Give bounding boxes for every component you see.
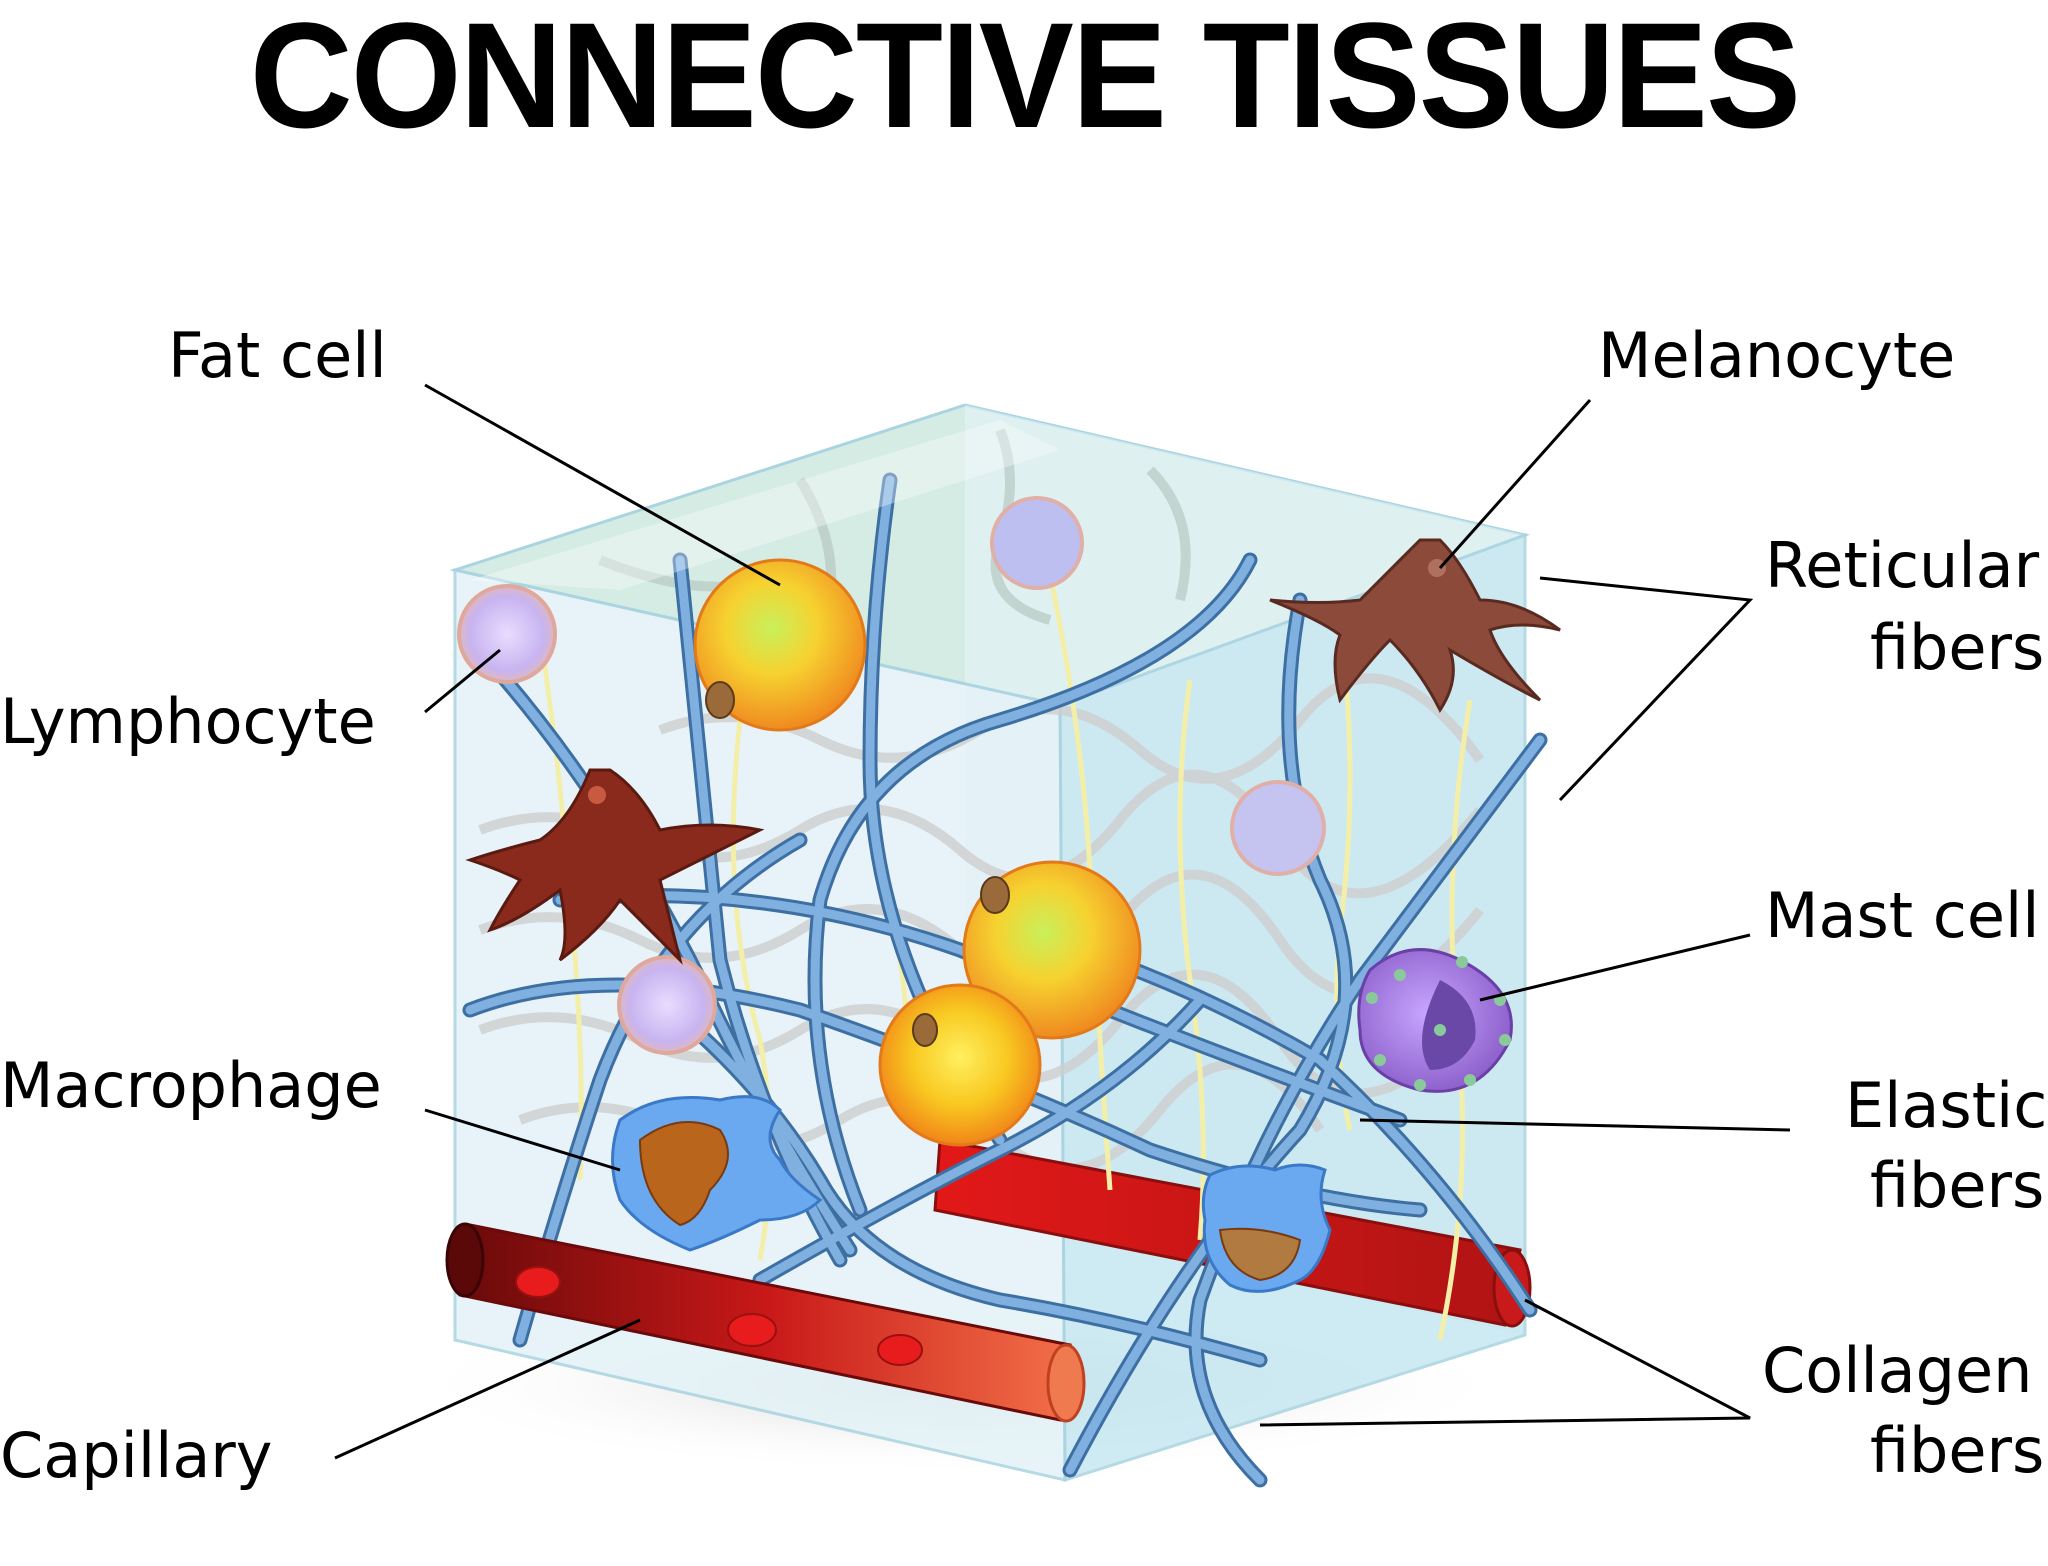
label-lymphocyte: Lymphocyte xyxy=(0,685,376,758)
fat-cell-lower xyxy=(878,983,1042,1147)
label-collagen-line1: Collagen xyxy=(1762,1334,2033,1407)
capillary-leader xyxy=(334,1318,641,1460)
mast-cell-leader xyxy=(1479,933,1751,1002)
fat-cells xyxy=(693,558,1142,1147)
elastic-fibers-leader xyxy=(1359,1118,1791,1132)
fat-cell-middle xyxy=(962,860,1142,1040)
label-melanocyte: Melanocyte xyxy=(1598,319,1956,392)
label-reticular-line2: fibers xyxy=(1870,611,2045,684)
label-capillary: Capillary xyxy=(0,1419,273,1492)
capillary-front xyxy=(445,1222,1086,1423)
fibroblast xyxy=(465,768,765,965)
lymphocyte-leader xyxy=(424,648,501,714)
label-macrophage: Macrophage xyxy=(0,1049,382,1122)
mast-cell xyxy=(1357,948,1513,1093)
melanocyte xyxy=(1269,538,1561,713)
reticular-fibers-leader xyxy=(1539,576,1754,802)
lymphocytes xyxy=(457,496,1326,1055)
collagen-fibers-leader xyxy=(1259,1298,1751,1427)
title-text: CONNECTIVE TISSUES xyxy=(249,0,1800,159)
label-elastic-line2: fibers xyxy=(1870,1149,2045,1222)
macrophages xyxy=(611,1095,1332,1293)
label-reticular-line1: Reticular xyxy=(1765,529,2040,602)
label-fat-cell: Fat cell xyxy=(168,319,387,392)
fat-cell-top xyxy=(693,558,867,732)
diagram-title: CONNECTIVE TISSUES xyxy=(0,0,2048,150)
label-collagen-line2: fibers xyxy=(1870,1414,2045,1487)
fat-cell-leader xyxy=(424,383,781,587)
macrophage-leader xyxy=(424,1108,621,1172)
leader-lines xyxy=(334,383,1791,1460)
label-elastic-line1: Elastic xyxy=(1845,1069,2048,1142)
label-mast-cell: Mast cell xyxy=(1765,879,2040,952)
melanocyte-leader xyxy=(1438,399,1592,569)
